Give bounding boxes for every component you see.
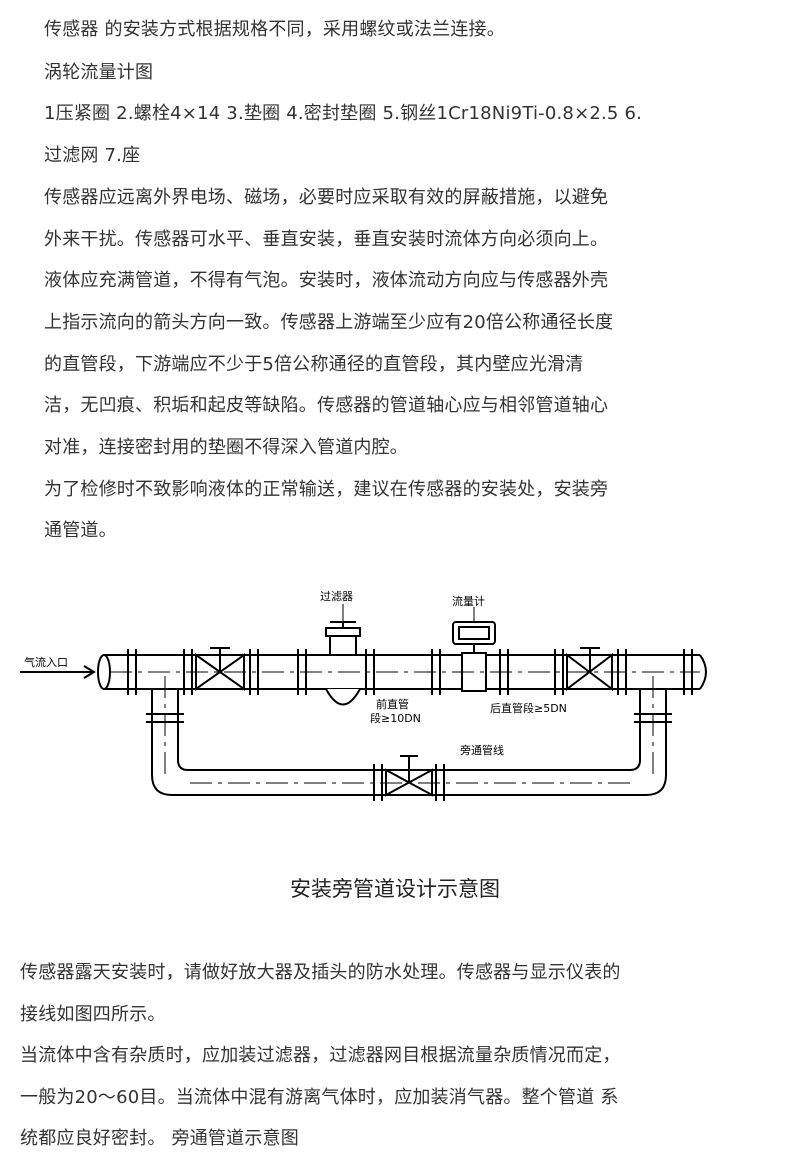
inlet-arrow-head (83, 665, 96, 679)
inlet-valve-icon (195, 647, 245, 691)
bypass-left-riser (146, 689, 189, 796)
bypass-right-riser (629, 689, 672, 796)
pipe-outlet-end (699, 654, 707, 690)
paragraph-line: 对准，连接密封用的垫圈不得深入管道内腔。 (44, 437, 408, 458)
flowmeter-label: 流量计 (452, 594, 485, 608)
paragraph-line: 接线如图四所示。 (20, 1004, 166, 1025)
filter-label: 过滤器 (320, 590, 353, 603)
upstream-label-line1: 前直管 (376, 697, 409, 711)
outlet-valve-icon (566, 647, 613, 692)
paragraph-line: 一般为20～60目。当流体中混有游离气体时，应加装消气器。整个管道 系 (20, 1087, 619, 1108)
paragraph-line: 传感器露天安装时，请做好放大器及插头的防水处理。传感器与显示仪表的 (20, 962, 621, 983)
pipe-inlet-end (97, 654, 111, 690)
bypass-label: 旁通管线 (460, 743, 504, 757)
paragraph-line: 传感器应远离外界电场、磁场，必要时应采取有效的屏蔽措施，以避免 (44, 187, 609, 208)
filter-icon (325, 621, 361, 706)
bypass-piping-diagram: 气流入口 过滤器 流量计 前直管 段≥10DN 后直管段≥5DN 旁通管线 (20, 590, 707, 801)
paragraph-line: 外来干扰。传感器可水平、垂直安装，垂直安装时流体方向必须向上。 (44, 229, 609, 250)
paragraph-line: 过滤网 7.座 (44, 145, 141, 166)
paragraph-line: 上指示流向的箭头方向一致。传感器上游端至少应有20倍公称通径长度 (44, 312, 614, 333)
downstream-label: 后直管段≥5DN (490, 701, 567, 715)
paragraph-line: 1压紧圈 2.螺栓4×14 3.垫圈 4.密封垫圈 5.钢丝1Cr18Ni9Ti… (44, 103, 643, 124)
flowmeter-icon (452, 621, 496, 692)
bypass-valve-icon (385, 755, 433, 797)
paragraph-line: 当流体中含有杂质时，应加装过滤器，过滤器网目根据流量杂质情况而定， (20, 1045, 621, 1066)
paragraph-line: 统都应良好密封。 旁通管道示意图 (20, 1128, 299, 1149)
paragraph-line: 为了检修时不致影响液体的正常输送，建议在传感器的安装处，安装旁 (44, 479, 609, 500)
paragraph-line: 的直管段，下游端应不少于5倍公称通径的直管段，其内壁应光滑清 (44, 354, 584, 375)
diagram-caption: 安装旁管道设计示意图 (290, 877, 500, 901)
upstream-label-line2: 段≥10DN (370, 711, 421, 725)
paragraph-line: 液体应充满管道，不得有气泡。安装时，液体流动方向应与传感器外壳 (44, 270, 609, 291)
paragraph-line: 洁，无凹痕、积垢和起皮等缺陷。传感器的管道轴心应与相邻管道轴心 (44, 395, 609, 416)
paragraph-line: 涡轮流量计图 (44, 62, 154, 83)
paragraph-line: 传感器 的安装方式根据规格不同，采用螺纹或法兰连接。 (44, 19, 505, 40)
inlet-label: 气流入口 (24, 655, 68, 669)
paragraph-line: 通管道。 (44, 520, 117, 541)
